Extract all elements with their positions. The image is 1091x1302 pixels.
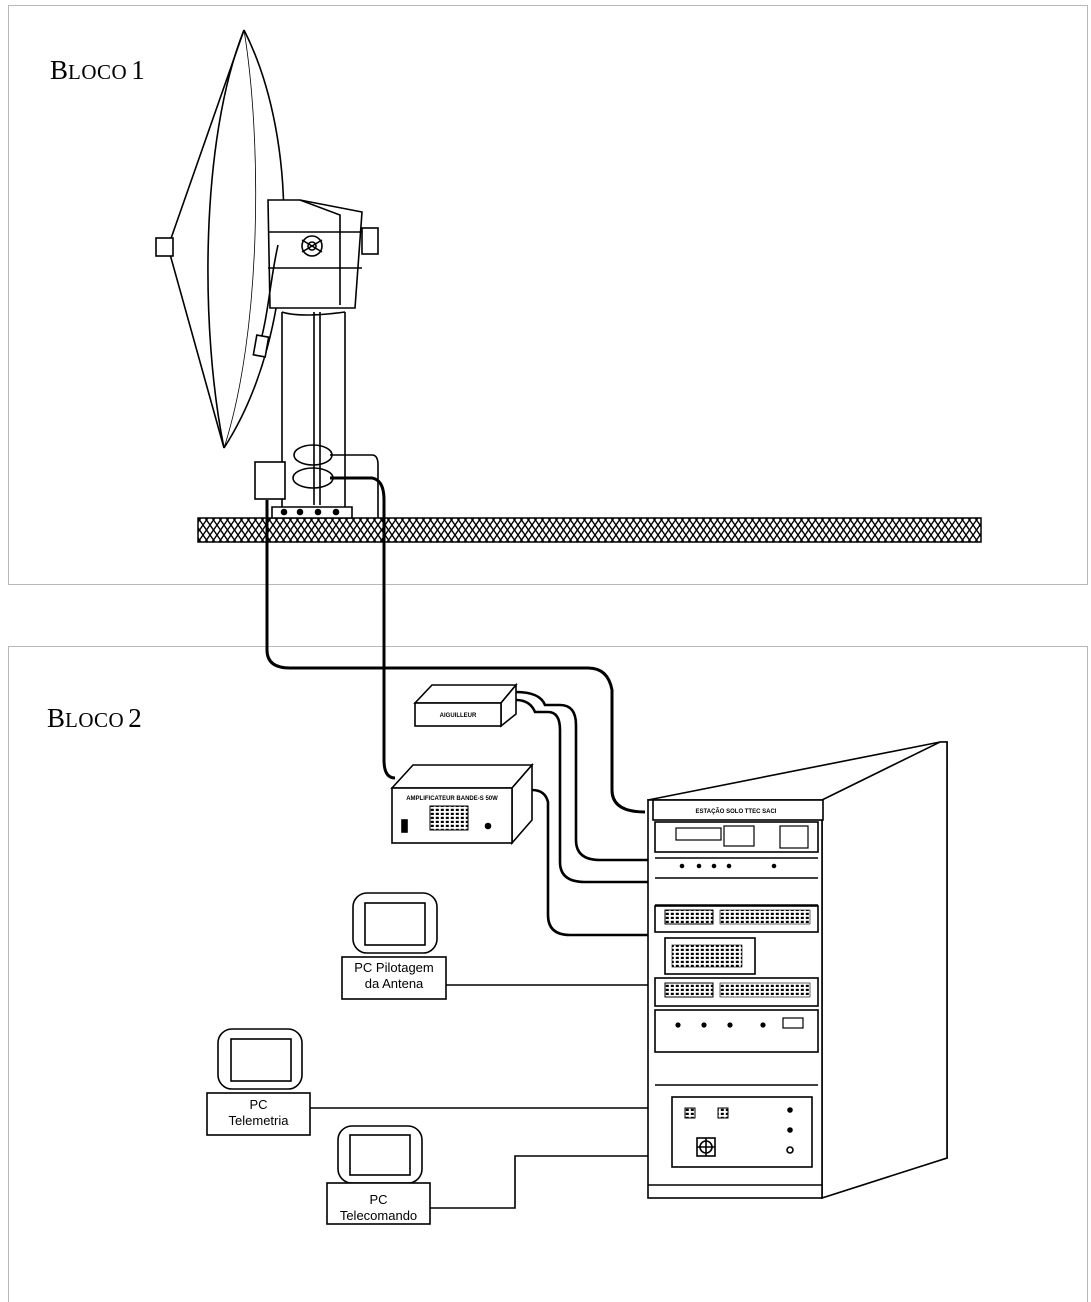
ground-strip [197, 517, 982, 543]
equipment-cables [515, 690, 648, 937]
pc-telecomando [326, 1125, 648, 1225]
station-label: ESTAÇÃO SOLO TTEC SACI [696, 808, 777, 815]
block-2-frame [8, 646, 1088, 1302]
block-2-title: BLOCO 2 [47, 703, 142, 733]
amplifier-label: AMPLIFICATEUR BANDE-S 50W [406, 796, 498, 802]
amplifier-box: AMPLIFICATEUR BANDE-S 50W [390, 762, 534, 846]
antenna-cables [265, 454, 646, 814]
block-1-title: BLOCO 1 [50, 55, 145, 85]
splitter-box: AIGUILLEUR [413, 682, 518, 728]
pc-telemetria [206, 1028, 648, 1136]
ground-station-rack: ESTAÇÃO SOLO TTEC SACI [646, 741, 948, 1200]
parabolic-antenna [155, 29, 379, 519]
block-1-frame [8, 5, 1088, 585]
splitter-label: AIGUILLEUR [440, 713, 477, 719]
pc-pilotagem [341, 892, 648, 1000]
